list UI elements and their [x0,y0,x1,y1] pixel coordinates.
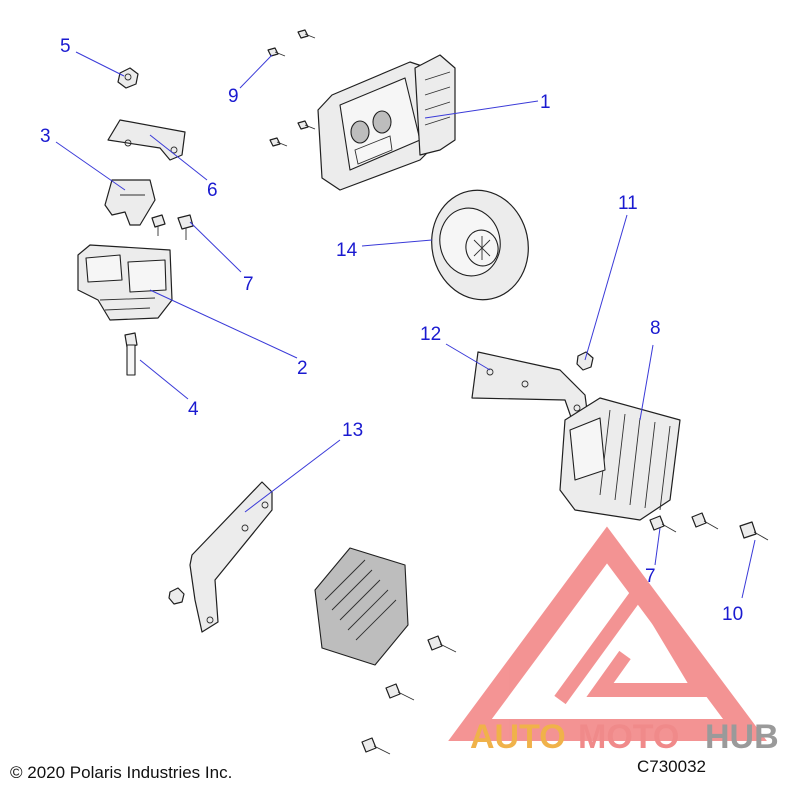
callout-10: 10 [722,604,743,625]
callout-4: 4 [188,399,199,420]
nut-icon [168,587,185,605]
callout-12: 12 [420,324,441,345]
callout-6: 6 [207,180,218,201]
callout-5: 5 [60,36,71,57]
watermark-auto: AUTO [470,718,566,756]
watermark-hub: HUB [705,718,779,756]
callout-11: 11 [618,193,638,214]
callout-13: 13 [342,420,363,441]
bolt-icon [267,29,316,147]
regulator-icon [314,547,409,666]
callout-1: 1 [540,92,551,113]
callout-7-left: 7 [243,274,254,295]
callout-2: 2 [297,358,308,379]
drawing-code: C730032 [637,757,706,776]
bolt-icon [151,214,194,240]
bracket-icon [471,351,589,421]
callout-8: 8 [650,318,661,339]
bolt-icon [361,512,769,755]
callout-14: 14 [336,240,358,261]
horn-icon [431,189,529,301]
bolt-icon [124,332,138,376]
watermark-text: AUTO MOTO HUB [470,718,779,756]
callout-7-right: 7 [645,566,656,587]
bracket-icon [104,179,156,226]
callout-9: 9 [228,86,239,107]
nut-icon [117,67,139,89]
nut-icon [576,351,594,371]
regulator-icon [559,397,681,521]
bracket-icon [189,481,273,633]
ignition-coil-icon [77,244,173,321]
callout-3: 3 [40,126,51,147]
watermark-moto: MOTO [578,718,679,756]
watermark-logo-icon [448,526,767,741]
ecu-icon [317,54,456,191]
callouts: 1 2 3 4 5 6 7 7 8 9 10 11 12 13 14 [40,36,743,625]
copyright-text: © 2020 Polaris Industries Inc. [10,763,232,782]
leader-lines [55,51,756,599]
bracket-icon [107,119,186,161]
